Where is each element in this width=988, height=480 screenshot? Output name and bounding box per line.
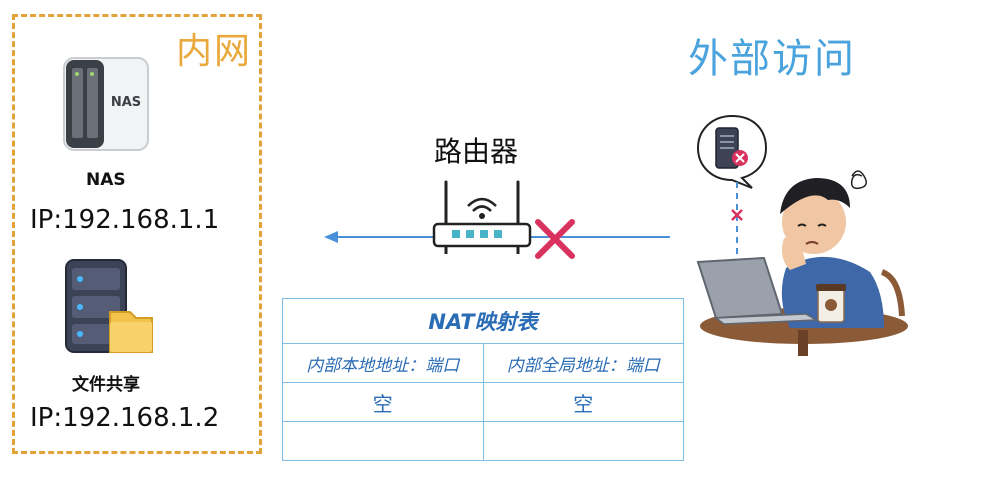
file-share-label: 文件共享 — [72, 375, 140, 395]
router-label: 路由器 — [434, 135, 519, 168]
nas-icon: NAS — [63, 57, 149, 151]
lan-title: 内网 — [176, 31, 253, 72]
frustrated-user-illustration — [696, 170, 908, 356]
router-icon — [432, 180, 532, 254]
nat-header-global: 内部全局地址：端口 — [482, 343, 684, 383]
nat-header-local: 内部本地地址：端口 — [282, 343, 484, 383]
file-share-ip: IP:192.168.1.2 — [30, 403, 220, 433]
lan-region-border — [12, 14, 262, 454]
nat-cell — [282, 421, 484, 461]
blocked-x-icon — [535, 219, 575, 259]
file-server-icon — [65, 259, 153, 353]
external-title: 外部访问 — [688, 36, 856, 82]
nat-cell: 空 — [482, 382, 684, 422]
nas-label: NAS — [86, 170, 126, 190]
nat-cell: 空 — [282, 382, 484, 422]
nas-icon-badge: NAS — [111, 95, 141, 110]
server-unreachable-bubble-icon — [696, 114, 768, 189]
nat-table-title: NAT映射表 — [282, 298, 684, 344]
nat-cell — [482, 421, 684, 461]
nas-ip: IP:192.168.1.1 — [30, 205, 220, 235]
nat-table: NAT映射表 内部本地地址：端口 内部全局地址：端口 空 空 — [282, 298, 684, 461]
